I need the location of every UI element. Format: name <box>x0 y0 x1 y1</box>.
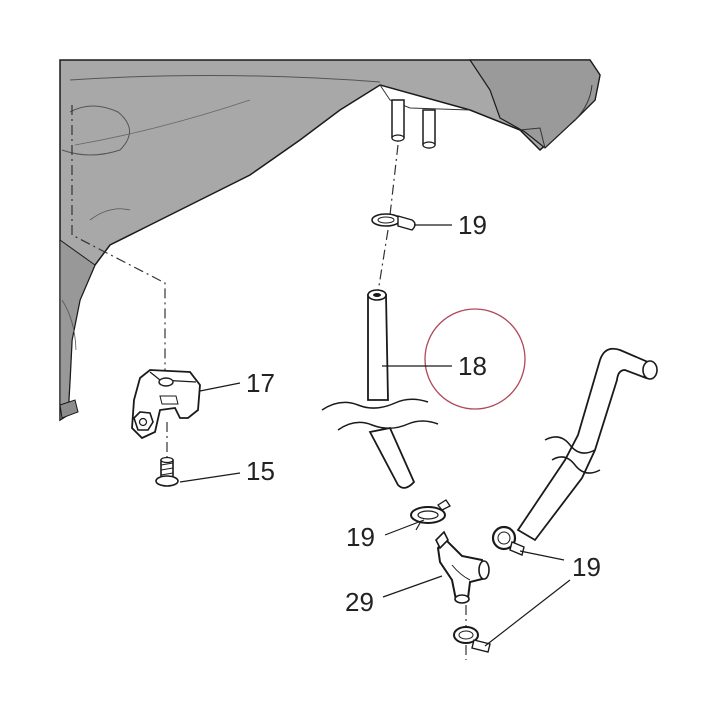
body-panel-shell <box>468 59 601 149</box>
clamp-19-top <box>371 213 416 231</box>
label-15: 15 <box>246 456 275 486</box>
body-panel-flank <box>59 239 96 421</box>
hose-right <box>516 347 658 542</box>
leader-29 <box>382 575 443 598</box>
assembly-line-hose-top <box>389 144 399 216</box>
t-connector-29 <box>435 530 490 604</box>
leader-17 <box>199 382 241 392</box>
label-19-top: 19 <box>458 210 487 240</box>
clamp-19-right <box>491 525 525 556</box>
highlight-circle-18 <box>424 308 526 410</box>
callout-labels: 19 18 17 15 19 19 29 <box>246 210 601 617</box>
label-19-mid: 19 <box>346 522 375 552</box>
label-29: 29 <box>345 587 374 617</box>
clamp-19-bottom <box>453 626 491 653</box>
bolt-15 <box>155 456 179 487</box>
body-panel <box>59 59 601 422</box>
assembly-line-hose-mid <box>377 229 389 293</box>
leader-19-mid <box>384 519 425 536</box>
leader-19-bottom <box>484 579 571 647</box>
label-19-right: 19 <box>572 552 601 582</box>
bracket-17 <box>131 369 201 440</box>
clamp-19-mid <box>410 499 451 531</box>
hose-nipples <box>391 99 436 149</box>
leader-19-right <box>519 550 565 561</box>
leader-lines <box>179 224 571 647</box>
label-18: 18 <box>458 351 487 381</box>
hose-18 <box>321 289 439 489</box>
assembly-line-bracket <box>71 105 166 372</box>
leader-15 <box>179 472 241 483</box>
label-17: 17 <box>246 368 275 398</box>
